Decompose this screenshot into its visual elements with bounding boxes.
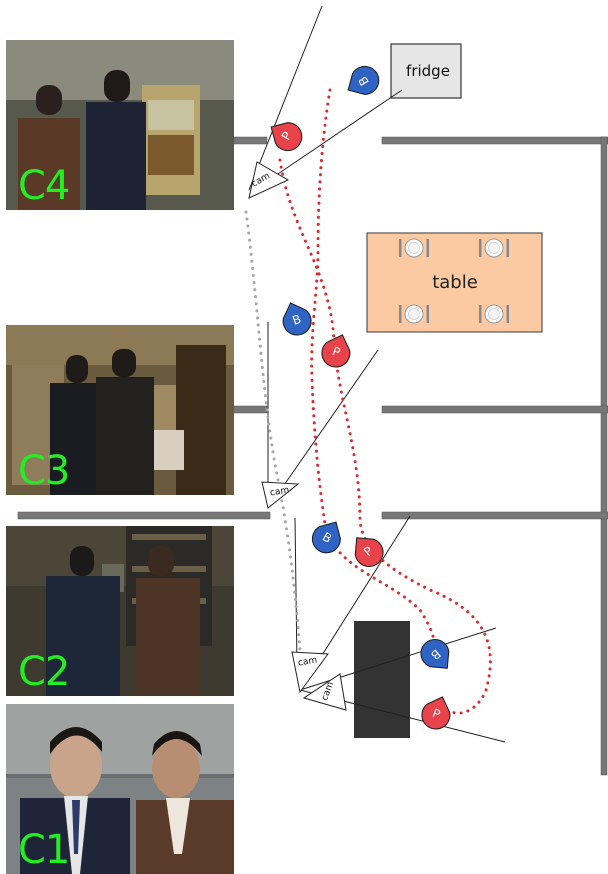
marker-label: P <box>331 344 343 360</box>
place-setting-icon <box>479 238 509 258</box>
movement-paths <box>244 88 492 715</box>
still-image <box>6 325 234 495</box>
table-label: table <box>432 272 478 293</box>
frame-label: C3 <box>18 448 70 494</box>
frame-label: C4 <box>18 163 70 209</box>
fridge: fridge <box>390 43 462 99</box>
place-setting-icon <box>399 304 429 324</box>
marker-b: B <box>282 302 312 336</box>
camera-label: cam <box>269 485 290 498</box>
wall-right <box>600 136 608 776</box>
frame-label: C1 <box>18 827 70 873</box>
frame-label: C2 <box>18 649 70 695</box>
still-image <box>6 526 234 696</box>
frame-c1: C1 <box>6 704 234 874</box>
place-settings <box>399 238 509 324</box>
marker-p: P <box>270 122 303 152</box>
camera-icon: cam <box>248 161 290 199</box>
camera-label: cam <box>297 655 318 668</box>
marker-p: P <box>421 696 451 730</box>
dining-table: table <box>366 232 543 333</box>
wall-middle-right <box>381 405 608 414</box>
b-path <box>310 88 438 657</box>
camera-path <box>244 210 302 652</box>
obstacle-block <box>354 621 410 738</box>
wall-top-left <box>232 136 268 145</box>
marker-b: B <box>347 65 380 95</box>
fridge-label: fridge <box>406 62 450 80</box>
camera-icon: cam <box>261 481 300 509</box>
marker-b: B <box>311 521 341 554</box>
frame-c4: C4 <box>6 40 234 210</box>
place-setting-icon <box>479 304 509 324</box>
wall-lower-right <box>381 511 608 520</box>
wall-lower-left <box>17 511 271 520</box>
still-image <box>6 704 234 874</box>
p-path <box>278 158 492 715</box>
frame-c3: C3 <box>6 325 234 495</box>
sightline <box>248 5 323 191</box>
camera-icon: cam <box>302 673 347 711</box>
sightline <box>281 349 379 489</box>
marker-label: P <box>431 706 443 722</box>
cameras: cam cam cam cam <box>248 161 347 711</box>
still-image <box>6 40 234 210</box>
wall-top-right <box>381 136 608 145</box>
sightline <box>265 89 403 183</box>
wall-middle-left <box>232 405 268 414</box>
marker-p: P <box>354 537 384 567</box>
camera-icon: cam <box>291 651 329 694</box>
marker-b: B <box>420 639 450 669</box>
frame-c2: C2 <box>6 526 234 696</box>
marker-p: P <box>321 334 351 368</box>
place-setting-icon <box>399 238 429 258</box>
